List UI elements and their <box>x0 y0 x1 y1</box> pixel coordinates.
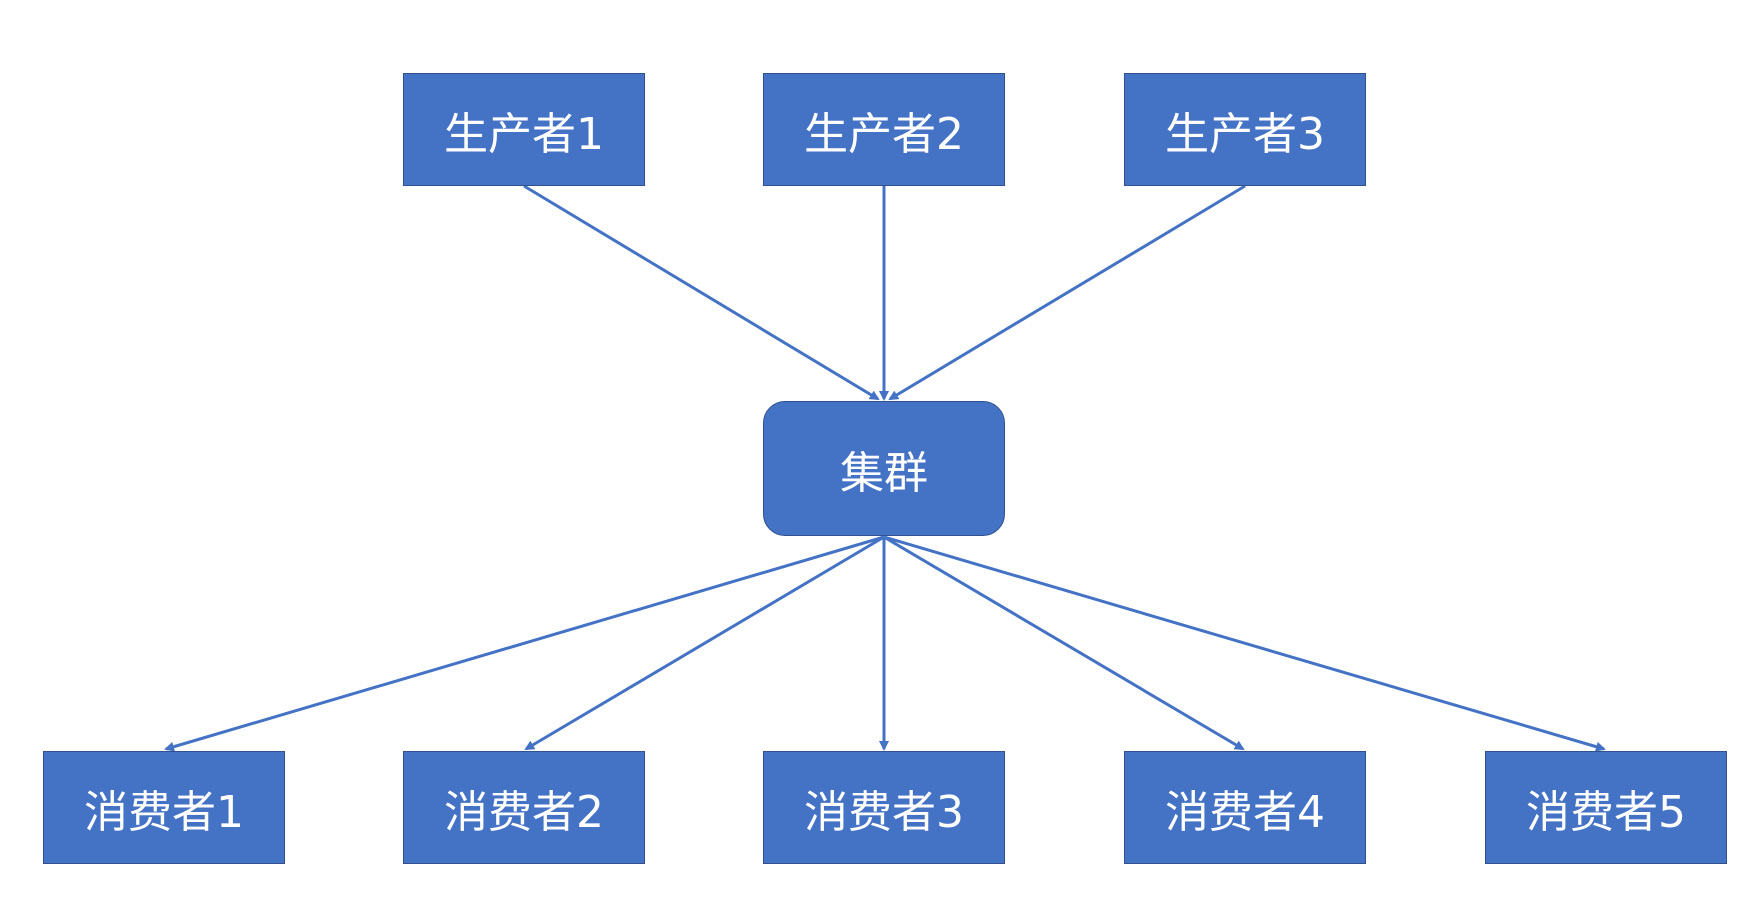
arrow-cluster-to-consumer-1 <box>164 535 885 752</box>
consumer-label: 消费者2 <box>444 786 604 838</box>
consumer-node-4: 消费者4 <box>1124 751 1366 864</box>
consumer-node-2: 消费者2 <box>403 751 645 864</box>
producer-node-2: 生产者2 <box>763 73 1005 186</box>
cluster-node: 集群 <box>763 401 1005 536</box>
consumer-label: 消费者3 <box>804 786 964 838</box>
arrow-producer-1-to-cluster <box>523 184 880 401</box>
producer-label: 生产者1 <box>444 108 604 160</box>
cluster-label: 集群 <box>840 447 928 499</box>
consumer-node-3: 消费者3 <box>763 751 1005 864</box>
producer-label: 生产者2 <box>804 108 964 160</box>
consumer-label: 消费者4 <box>1165 786 1325 838</box>
consumer-node-5: 消费者5 <box>1485 751 1727 864</box>
arrow-cluster-to-consumer-2 <box>524 535 885 751</box>
consumer-label: 消费者5 <box>1526 786 1686 838</box>
producer-label: 生产者3 <box>1165 108 1325 160</box>
arrow-cluster-to-consumer-4 <box>883 535 1245 751</box>
arrow-cluster-to-consumer-5 <box>883 535 1606 752</box>
arrow-producer-3-to-cluster <box>888 184 1246 401</box>
consumer-label: 消费者1 <box>84 786 244 838</box>
producer-node-3: 生产者3 <box>1124 73 1366 186</box>
producer-node-1: 生产者1 <box>403 73 645 186</box>
consumer-node-1: 消费者1 <box>43 751 285 864</box>
